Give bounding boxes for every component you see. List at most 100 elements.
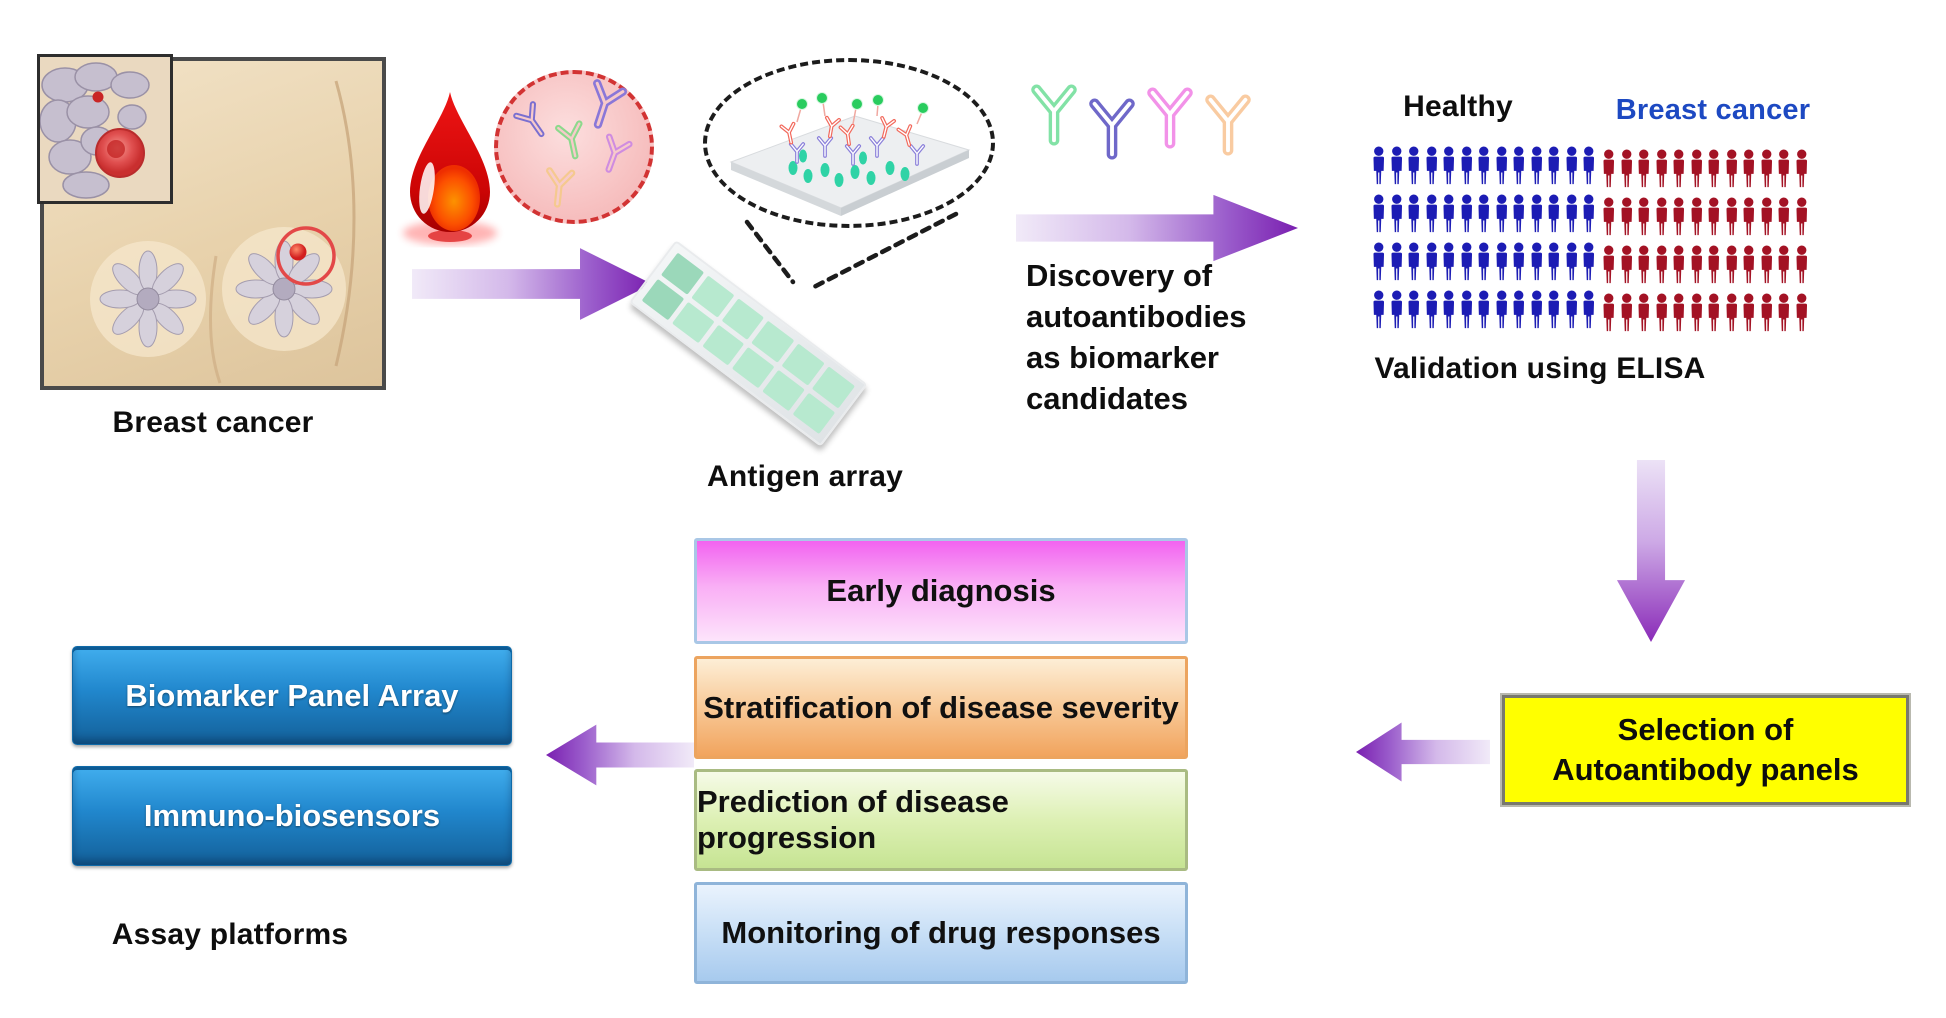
person-icon xyxy=(1706,291,1722,334)
person-icon xyxy=(1459,192,1475,235)
serum-autoantibody-icon xyxy=(552,119,591,163)
person-icon xyxy=(1424,192,1440,235)
array-surface-magnifier xyxy=(703,58,995,228)
person-icon xyxy=(1406,192,1422,235)
selection-line: Autoantibody panels xyxy=(1552,752,1859,787)
person-icon xyxy=(1741,291,1757,334)
platform-immuno-biosensors-box: Immuno-biosensors xyxy=(72,766,512,866)
breast-cancer-caption: Breast cancer xyxy=(112,406,314,439)
person-icon xyxy=(1671,195,1687,238)
person-icon xyxy=(1529,240,1545,283)
person-icon xyxy=(1406,288,1422,331)
person-icon xyxy=(1636,291,1652,334)
validation-caption: Validation using ELISA xyxy=(1374,352,1706,385)
person-icon xyxy=(1619,147,1635,190)
autoantibody-candidates-icons xyxy=(1028,84,1268,160)
person-icon xyxy=(1529,192,1545,235)
antigen-array-caption: Antigen array xyxy=(707,460,903,493)
person-icon xyxy=(1511,288,1527,331)
person-icon xyxy=(1741,195,1757,238)
discovery-line: Discovery of xyxy=(1026,258,1213,293)
person-icon xyxy=(1424,240,1440,283)
person-icon xyxy=(1441,144,1457,187)
person-icon xyxy=(1371,144,1387,187)
flow-arrow-blood-to-array xyxy=(412,248,652,320)
person-icon xyxy=(1546,192,1562,235)
person-icon xyxy=(1494,240,1510,283)
healthy-group-label: Healthy xyxy=(1403,90,1513,123)
flow-arrow-selection-to-outcomes xyxy=(1356,722,1490,782)
flow-arrow-validation-to-selection xyxy=(1616,460,1686,642)
person-icon xyxy=(1689,291,1705,334)
discovery-line: as biomarker xyxy=(1026,340,1219,375)
person-icon xyxy=(1476,240,1492,283)
person-icon xyxy=(1671,291,1687,334)
person-icon xyxy=(1706,195,1722,238)
discovery-line: candidates xyxy=(1026,381,1188,416)
person-icon xyxy=(1724,291,1740,334)
outcome-early-diagnosis-box: Early diagnosis xyxy=(694,538,1188,644)
platform-biomarker-panel-array-box: Biomarker Panel Array xyxy=(72,646,512,745)
person-icon xyxy=(1741,243,1757,286)
person-icon xyxy=(1759,195,1775,238)
cancer-group-label: Breast cancer xyxy=(1615,94,1811,126)
person-icon xyxy=(1654,195,1670,238)
tumor-inset-image xyxy=(37,54,173,204)
person-icon xyxy=(1794,147,1810,190)
person-icon xyxy=(1689,147,1705,190)
person-icon xyxy=(1529,144,1545,187)
person-icon xyxy=(1406,144,1422,187)
person-icon xyxy=(1371,192,1387,235)
discovery-line: autoantibodies xyxy=(1026,299,1247,334)
person-icon xyxy=(1776,147,1792,190)
person-icon xyxy=(1794,291,1810,334)
blood-drop-icon xyxy=(403,92,497,245)
person-icon xyxy=(1371,288,1387,331)
person-icon xyxy=(1724,195,1740,238)
person-icon xyxy=(1441,192,1457,235)
person-icon xyxy=(1776,243,1792,286)
person-icon xyxy=(1389,240,1405,283)
person-icon xyxy=(1619,195,1635,238)
person-icon xyxy=(1389,144,1405,187)
person-icon xyxy=(1389,288,1405,331)
person-icon xyxy=(1581,288,1597,331)
cancer-cohort-grid xyxy=(1601,147,1811,334)
person-icon xyxy=(1581,240,1597,283)
person-icon xyxy=(1601,195,1617,238)
breast-anatomy-drawing xyxy=(90,80,356,384)
magnifier-funnel-lines xyxy=(744,211,959,291)
person-icon xyxy=(1511,144,1527,187)
person-icon xyxy=(1619,291,1635,334)
person-icon xyxy=(1759,291,1775,334)
person-icon xyxy=(1724,147,1740,190)
person-icon xyxy=(1759,147,1775,190)
outcome-monitoring-box: Monitoring of drug responses xyxy=(694,882,1188,984)
person-icon xyxy=(1441,288,1457,331)
serum-autoantibody-icon xyxy=(540,166,578,209)
person-icon xyxy=(1741,147,1757,190)
person-icon xyxy=(1564,288,1580,331)
person-icon xyxy=(1424,144,1440,187)
autoantibody-icon xyxy=(1028,84,1080,146)
person-icon xyxy=(1581,144,1597,187)
person-icon xyxy=(1689,195,1705,238)
tumor-tissue-drawing xyxy=(39,62,150,199)
person-icon xyxy=(1494,288,1510,331)
person-icon xyxy=(1601,291,1617,334)
serum-autoantibody-icon xyxy=(592,132,635,179)
person-icon xyxy=(1706,147,1722,190)
person-icon xyxy=(1476,144,1492,187)
person-icon xyxy=(1581,192,1597,235)
person-icon xyxy=(1564,144,1580,187)
outcome-stratification-box: Stratification of disease severity xyxy=(694,656,1188,759)
assay-platforms-caption: Assay platforms xyxy=(111,918,349,951)
person-icon xyxy=(1546,144,1562,187)
healthy-cohort-grid xyxy=(1371,144,1599,331)
person-icon xyxy=(1529,288,1545,331)
person-icon xyxy=(1441,240,1457,283)
person-icon xyxy=(1476,288,1492,331)
person-icon xyxy=(1636,243,1652,286)
person-icon xyxy=(1459,288,1475,331)
